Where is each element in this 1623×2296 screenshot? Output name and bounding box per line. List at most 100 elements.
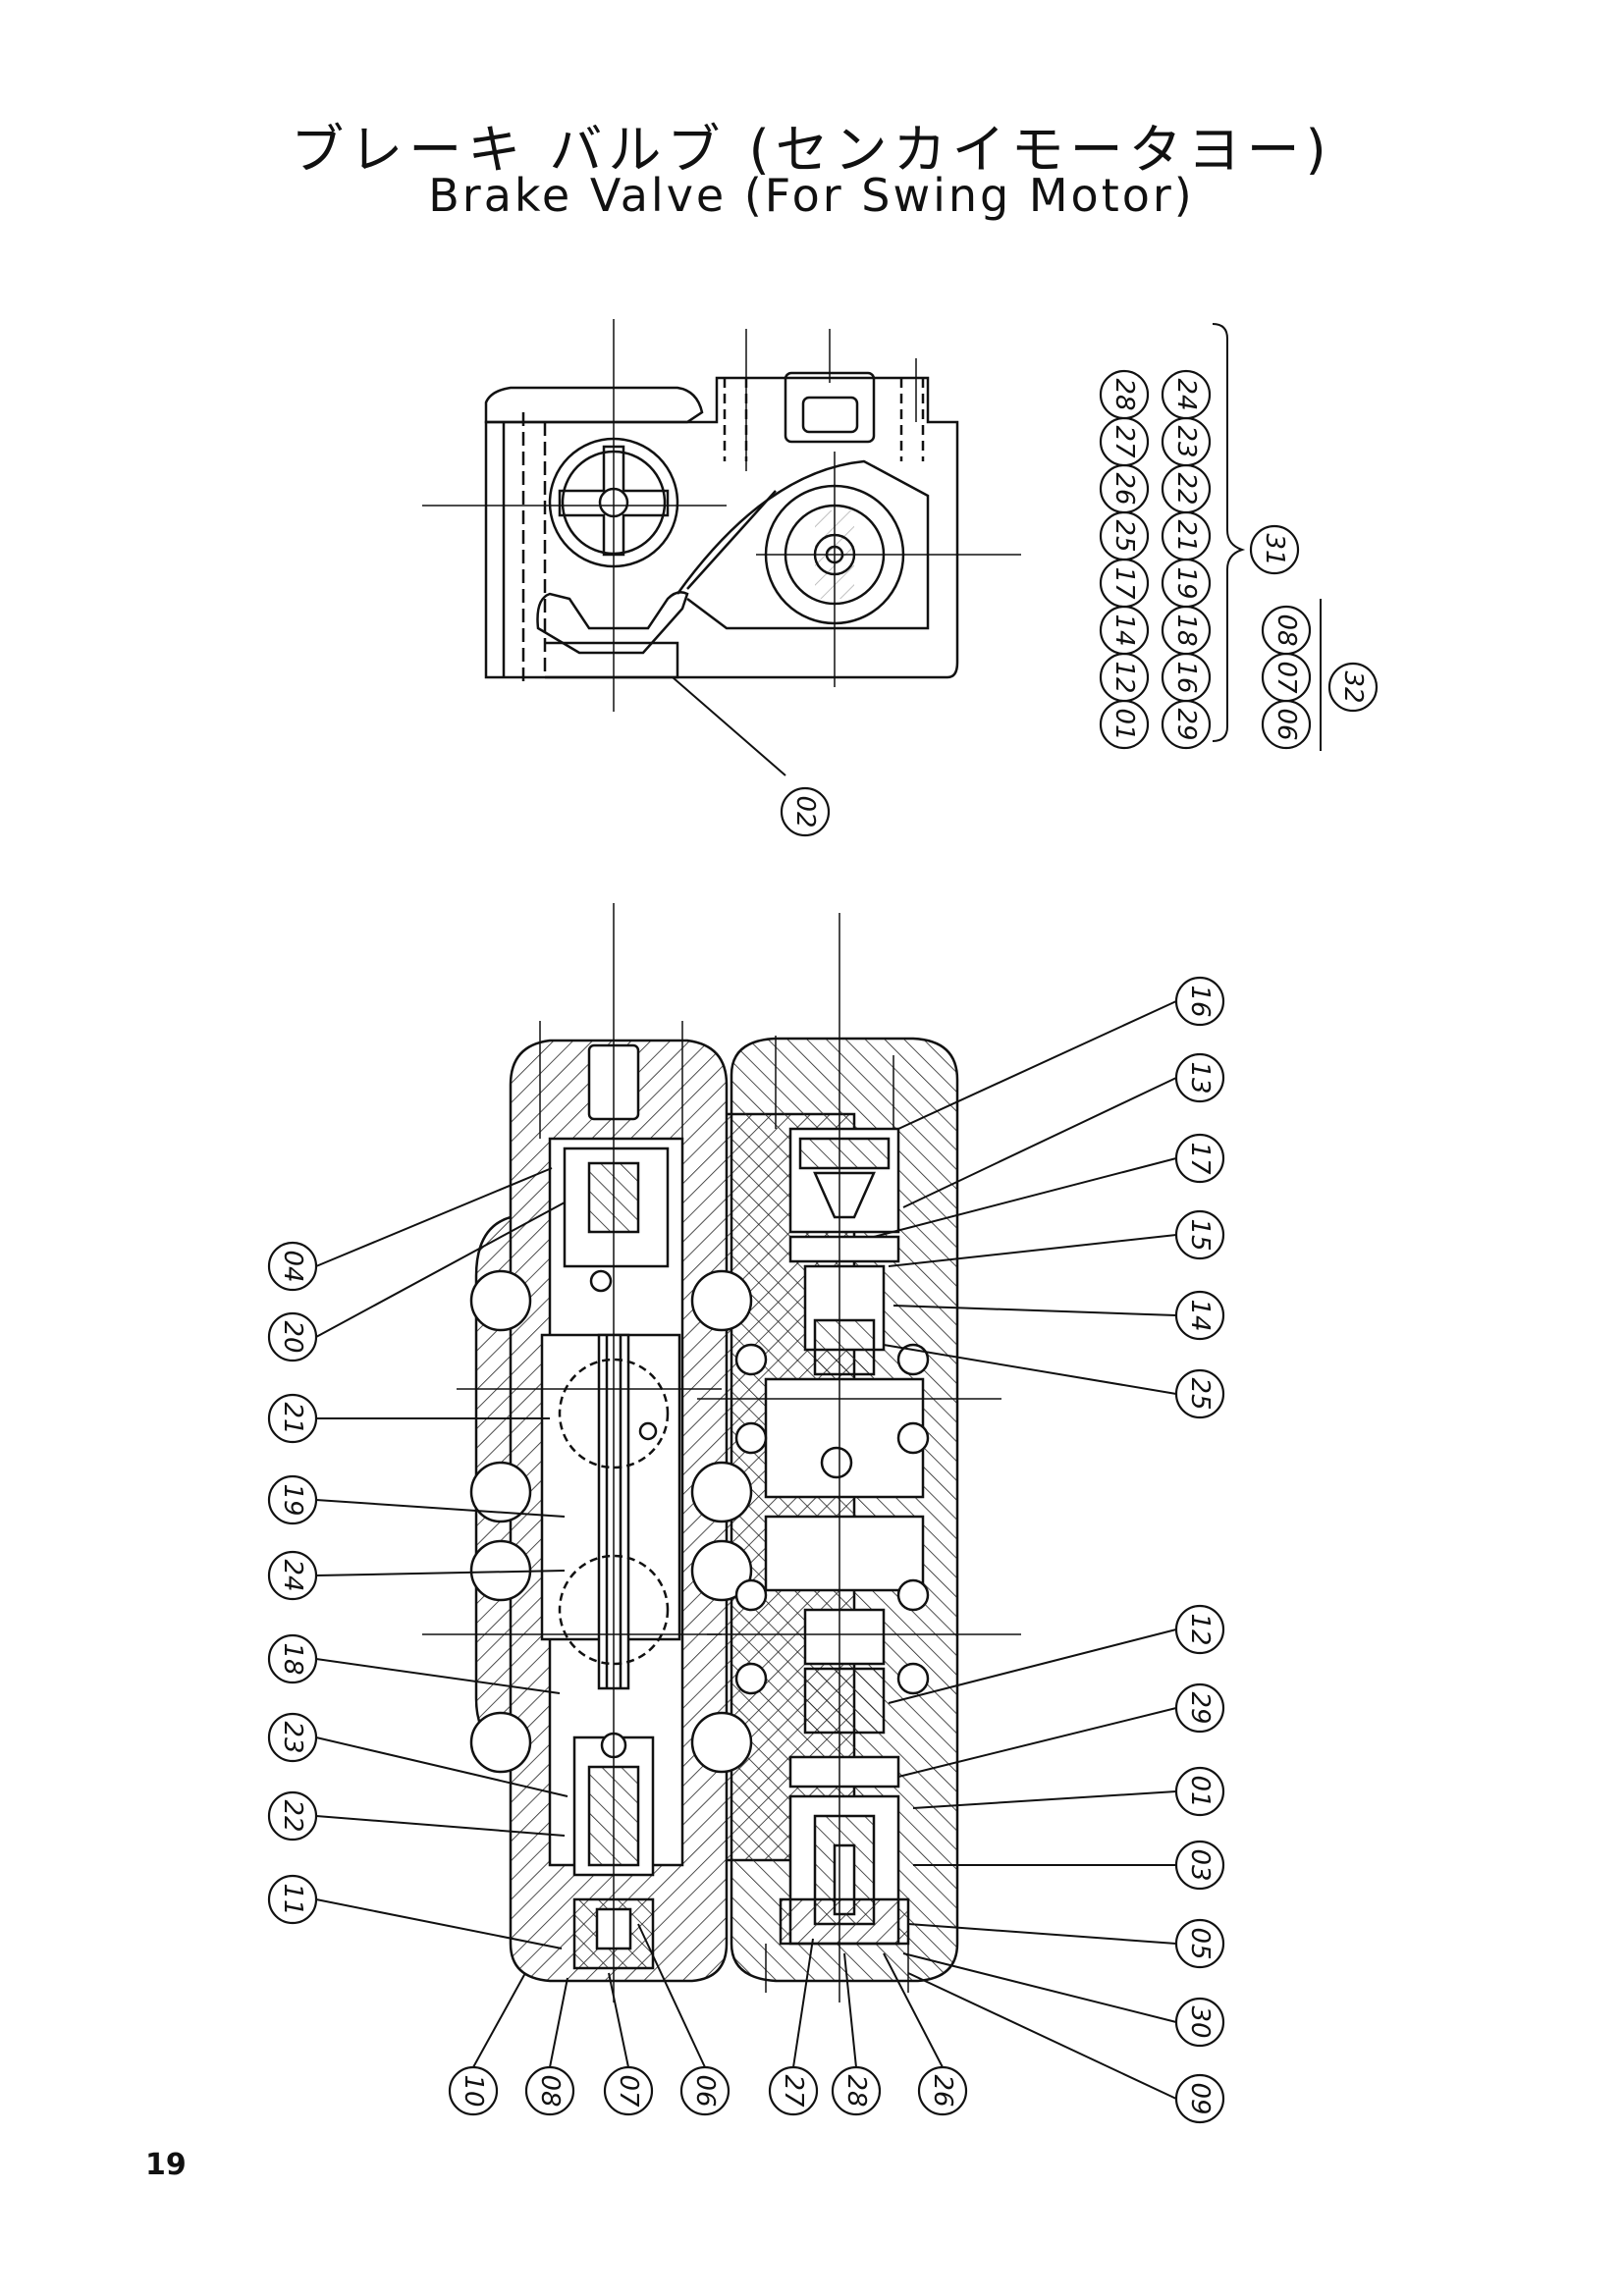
svg-text:07: 07 [1271, 661, 1301, 694]
top-view-callouts: 02 [780, 786, 831, 837]
svg-text:32: 32 [1338, 670, 1368, 703]
svg-text:03: 03 [1185, 1848, 1215, 1881]
callout-right-25: 25 [1174, 1368, 1225, 1419]
legend-item-19: 19 [1161, 558, 1212, 609]
legend-item-27: 27 [1099, 416, 1150, 467]
callout-left-22: 22 [267, 1790, 318, 1842]
callout-right-30: 30 [1174, 1997, 1225, 2048]
legend-item-23: 23 [1161, 416, 1212, 467]
svg-text:13: 13 [1185, 1061, 1215, 1094]
svg-text:04: 04 [278, 1250, 307, 1282]
svg-text:08: 08 [1271, 614, 1301, 646]
svg-text:30: 30 [1185, 2005, 1215, 2038]
svg-text:12: 12 [1185, 1613, 1215, 1645]
svg-text:29: 29 [1185, 1691, 1215, 1724]
svg-text:20: 20 [278, 1320, 307, 1353]
legend-item-12: 12 [1099, 652, 1150, 703]
svg-text:15: 15 [1185, 1218, 1215, 1251]
svg-text:21: 21 [1171, 519, 1201, 552]
callout-right-29: 29 [1174, 1682, 1225, 1734]
svg-text:14: 14 [1185, 1299, 1215, 1331]
legend-item-01: 01 [1099, 699, 1150, 750]
svg-text:05: 05 [1185, 1927, 1215, 1959]
svg-text:02: 02 [790, 795, 820, 828]
legend-item-18: 18 [1161, 605, 1212, 656]
svg-text:19: 19 [1171, 566, 1201, 599]
svg-text:25: 25 [1185, 1377, 1215, 1410]
svg-text:14: 14 [1109, 614, 1139, 646]
svg-text:27: 27 [779, 2074, 808, 2108]
svg-text:18: 18 [1171, 614, 1201, 646]
callout-02: 02 [780, 786, 831, 837]
callout-right-03: 03 [1174, 1840, 1225, 1891]
callout-left-23: 23 [267, 1712, 318, 1763]
callout-right-15: 15 [1174, 1209, 1225, 1260]
callout-bottom-08: 08 [524, 2065, 575, 2116]
svg-text:08: 08 [535, 2074, 565, 2107]
svg-text:17: 17 [1185, 1142, 1215, 1175]
callout-bottom-27: 27 [768, 2065, 819, 2116]
svg-text:17: 17 [1109, 566, 1139, 600]
svg-text:23: 23 [278, 1721, 307, 1753]
callout-left-24: 24 [267, 1550, 318, 1601]
legend-item-22: 22 [1161, 463, 1212, 514]
legend-item-07-b: 07 [1261, 652, 1312, 703]
section-view [422, 903, 1021, 2002]
svg-text:27: 27 [1109, 425, 1139, 458]
page-number: 19 [145, 2148, 187, 2182]
svg-text:16: 16 [1185, 985, 1215, 1017]
callout-right-05: 05 [1174, 1918, 1225, 1969]
svg-text:26: 26 [1109, 472, 1139, 505]
svg-text:16: 16 [1171, 661, 1201, 693]
svg-text:10: 10 [459, 2074, 488, 2107]
callout-bottom-06: 06 [679, 2065, 730, 2116]
legend-item-25: 25 [1099, 510, 1150, 561]
callout-right-14: 14 [1174, 1290, 1225, 1341]
svg-text:06: 06 [1271, 708, 1301, 740]
svg-text:11: 11 [278, 1883, 307, 1915]
callout-bottom-10: 10 [448, 2065, 499, 2116]
legend-item-24: 24 [1161, 369, 1212, 420]
svg-text:06: 06 [690, 2074, 720, 2107]
callout-right-16: 16 [1174, 976, 1225, 1027]
callout-bottom-07: 07 [603, 2065, 654, 2116]
svg-text:22: 22 [1171, 472, 1201, 505]
legend-item-26: 26 [1099, 463, 1150, 514]
callout-left-18: 18 [267, 1633, 318, 1684]
legend-item-16: 16 [1161, 652, 1212, 703]
svg-text:19: 19 [278, 1483, 307, 1516]
svg-text:24: 24 [278, 1559, 307, 1591]
legend-group-32: 32 [1327, 662, 1379, 713]
callout-left-21: 21 [267, 1393, 318, 1444]
svg-text:01: 01 [1109, 708, 1139, 740]
svg-text:24: 24 [1171, 378, 1201, 410]
svg-text:07: 07 [614, 2074, 643, 2108]
callout-left-04: 04 [267, 1241, 318, 1292]
svg-text:23: 23 [1171, 425, 1201, 457]
svg-text:09: 09 [1185, 2082, 1215, 2114]
legend-item-17: 17 [1099, 558, 1150, 609]
svg-text:26: 26 [928, 2074, 957, 2107]
svg-text:31: 31 [1260, 533, 1289, 565]
svg-text:01: 01 [1185, 1775, 1215, 1807]
svg-text:21: 21 [278, 1402, 307, 1434]
svg-text:22: 22 [278, 1799, 307, 1832]
callout-bottom-26: 26 [917, 2065, 968, 2116]
top-view [422, 319, 1021, 776]
svg-text:12: 12 [1109, 661, 1139, 693]
legend-item-29: 29 [1161, 699, 1212, 750]
svg-text:25: 25 [1109, 519, 1139, 552]
section-callouts: 04 20 21 19 24 18 23 22 11 16 13 17 15 14 25 12 29 01 03 05… [267, 976, 1225, 2124]
legend-group-31: 31 [1249, 524, 1300, 575]
legend-item-14: 14 [1099, 605, 1150, 656]
callout-right-12: 12 [1174, 1604, 1225, 1655]
legend-item-06-b: 06 [1261, 699, 1312, 750]
svg-text:28: 28 [1109, 378, 1139, 410]
page-title-english: Brake Valve (For Swing Motor) [428, 169, 1195, 222]
callout-right-13: 13 [1174, 1052, 1225, 1103]
legend-item-08-b: 08 [1261, 605, 1312, 656]
legend-item-28: 28 [1099, 369, 1150, 420]
parts-legend: 01 29 12 16 14 18 17 19 25 21 26 22 27 23 28 24 31 06 07 08… [1099, 323, 1379, 751]
callout-left-20: 20 [267, 1311, 318, 1362]
